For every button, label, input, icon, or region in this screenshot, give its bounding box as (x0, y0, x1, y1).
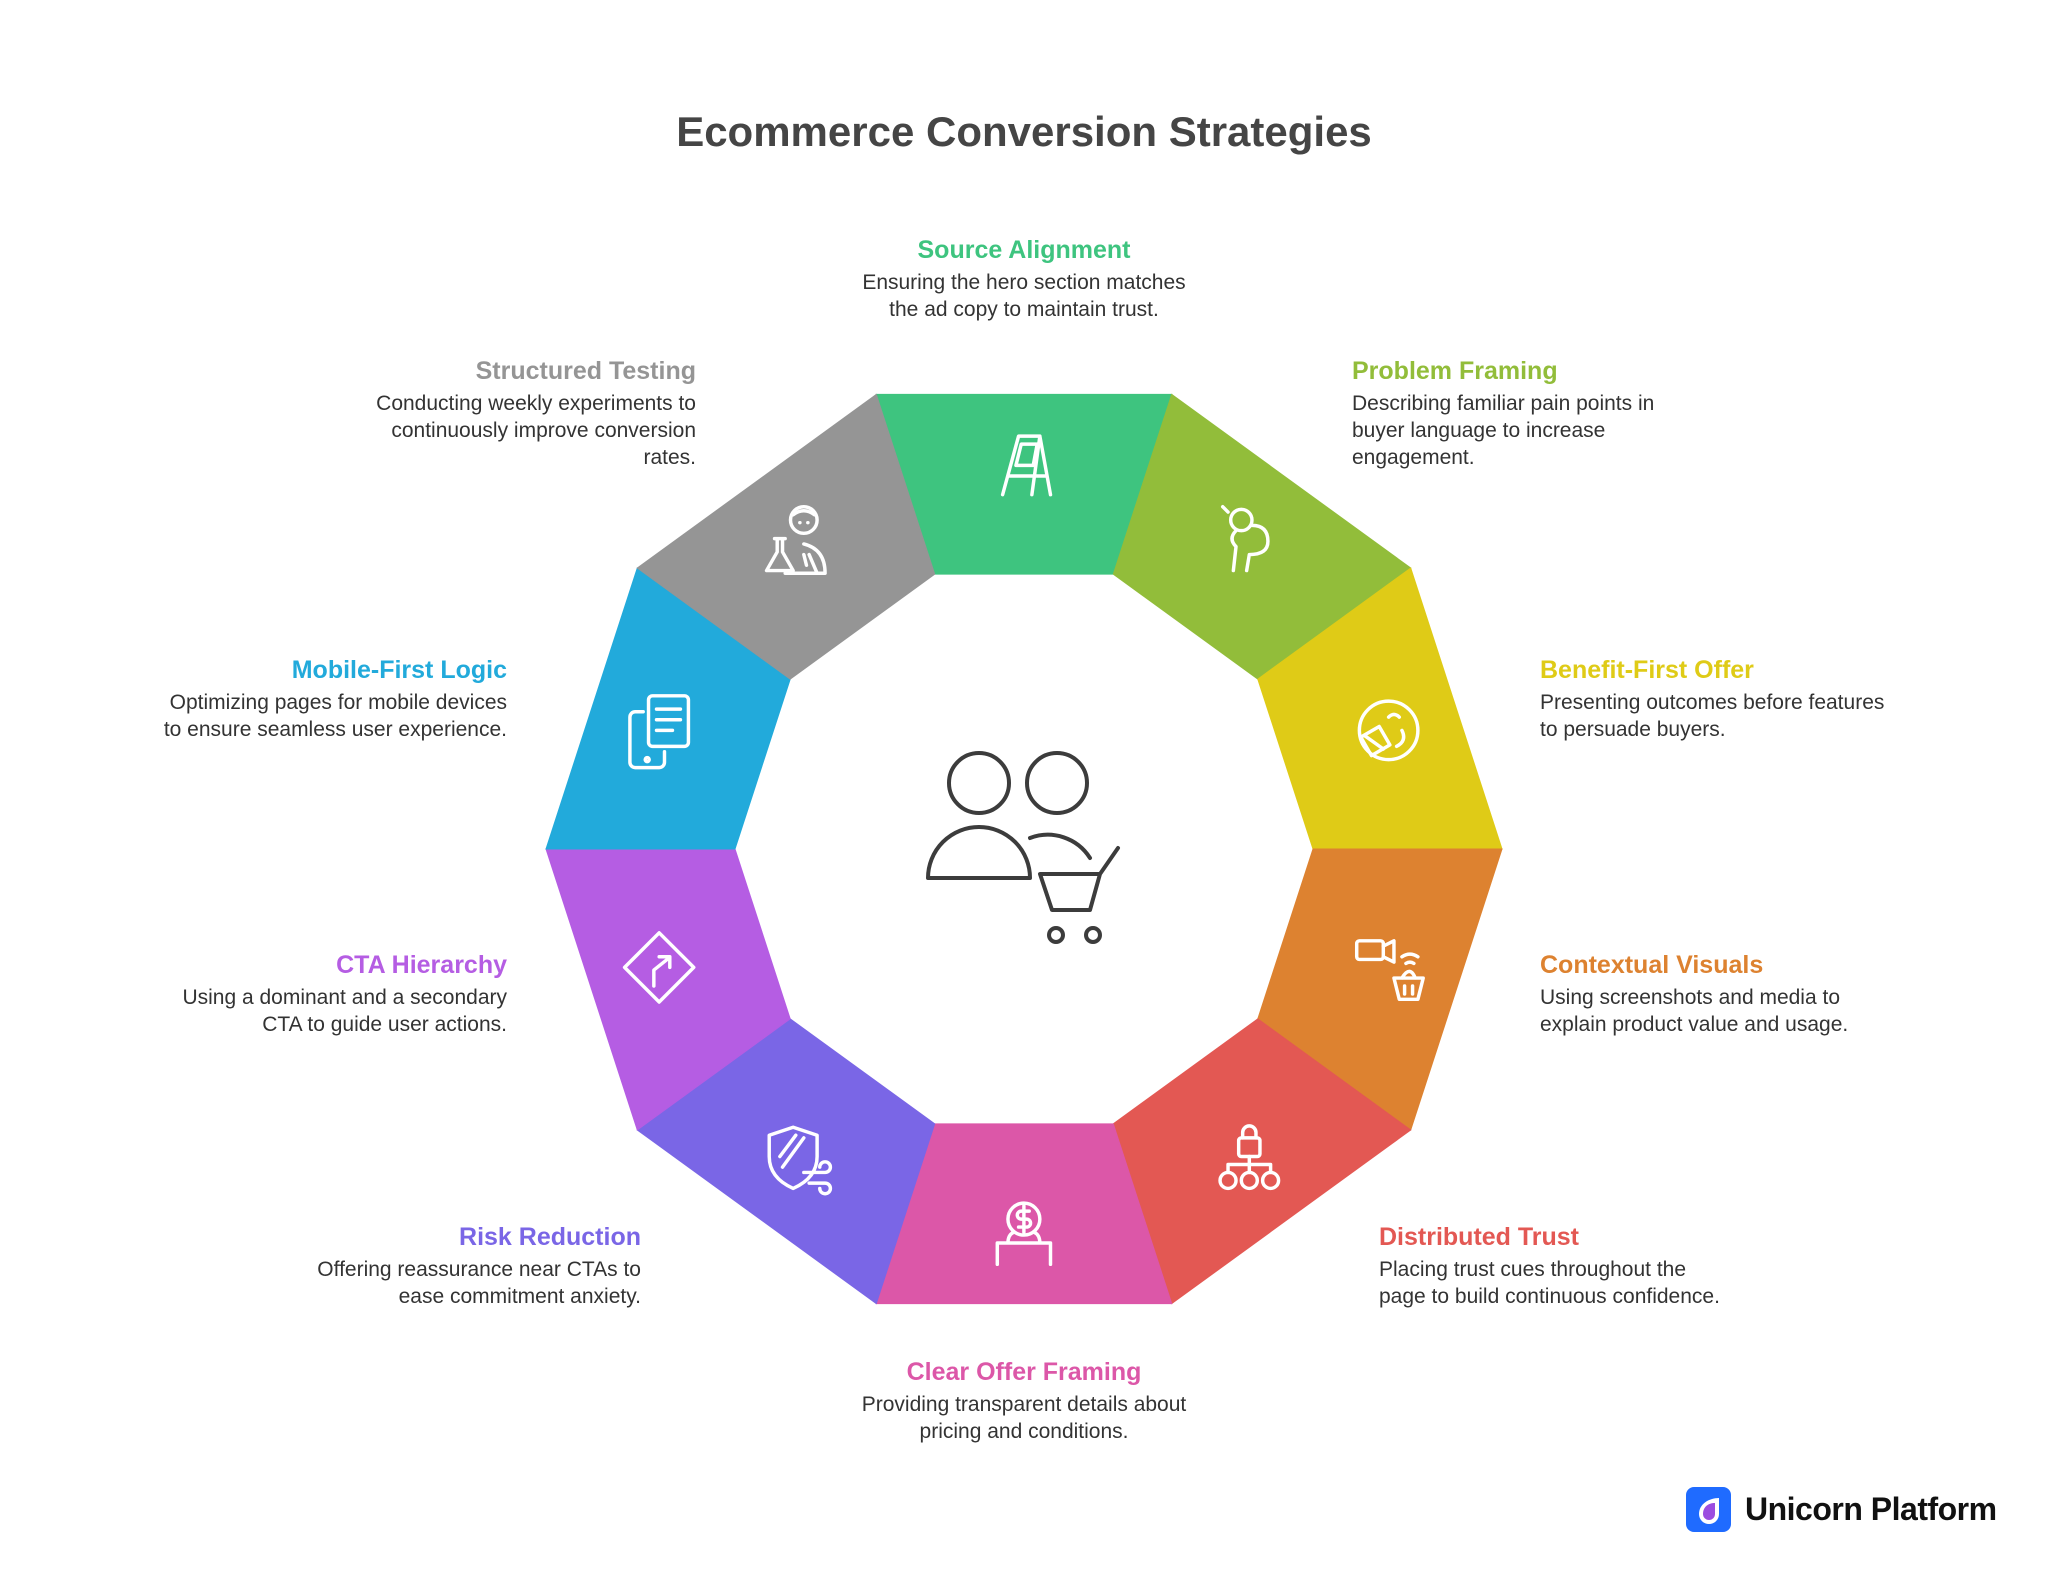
label-source-alignment: Source Alignment Ensuring the hero secti… (774, 236, 1274, 323)
segment-desc: pricing and conditions. (919, 1420, 1129, 1443)
shield-wind-icon (767, 1125, 833, 1196)
unicorn-platform-logo: Unicorn Platform (1686, 1487, 1997, 1532)
mobile-document-icon (628, 694, 691, 770)
segment-title: Risk Reduction (459, 1223, 641, 1251)
segment-desc: engagement. (1352, 446, 1475, 469)
drop-logo-icon (1686, 1487, 1731, 1532)
segment-desc: Offering reassurance near CTAs to (317, 1258, 641, 1281)
segment-desc: Conducting weekly experiments to (376, 392, 696, 415)
segment-title: Clear Offer Framing (906, 1358, 1142, 1386)
segment-desc: the ad copy to maintain trust. (889, 298, 1159, 321)
segment-desc: page to build continuous confidence. (1379, 1285, 1720, 1308)
logo-text: Unicorn Platform (1745, 1491, 1997, 1527)
segment-desc: Placing trust cues throughout the (1379, 1258, 1687, 1281)
lock-network-icon (1218, 1124, 1281, 1191)
camera-basket-icon (1354, 939, 1425, 1002)
segment-title: Structured Testing (475, 357, 696, 385)
segment-desc: rates. (643, 446, 696, 469)
label-structured-testing: Structured Testing Conducting weekly exp… (276, 357, 696, 471)
segment-desc: to persuade buyers. (1540, 718, 1726, 741)
segment-desc: Providing transparent details about (861, 1393, 1187, 1416)
segment-title: Contextual Visuals (1540, 951, 1764, 979)
scientist-flask-icon (764, 504, 827, 575)
segment-desc: Optimizing pages for mobile devices (169, 691, 507, 714)
segment-desc: to ensure seamless user experience. (163, 718, 507, 741)
label-risk-reduction: Risk Reduction Offering reassurance near… (221, 1223, 641, 1310)
segment-desc: ease commitment anxiety. (398, 1285, 641, 1308)
label-mobile-first-logic: Mobile-First Logic Optimizing pages for … (27, 656, 507, 743)
direction-sign-icon (622, 931, 696, 1004)
segment-title: Problem Framing (1352, 357, 1558, 385)
person-thinking-icon (1220, 504, 1270, 573)
segment-desc: Using a dominant and a secondary (182, 986, 507, 1009)
segment-title: Benefit-First Offer (1540, 656, 1754, 684)
segment-desc: CTA to guide user actions. (262, 1013, 507, 1036)
segment-title: Distributed Trust (1379, 1223, 1580, 1251)
segment-desc: Using screenshots and media to (1540, 986, 1840, 1009)
label-distributed-trust: Distributed Trust Placing trust cues thr… (1379, 1223, 1799, 1310)
label-problem-framing: Problem Framing Describing familiar pain… (1352, 357, 1772, 471)
users-shopping-cart-icon (926, 751, 1120, 944)
label-benefit-first-offer: Benefit-First Offer Presenting outcomes … (1540, 656, 2020, 743)
dollar-coin-stand-icon (995, 1201, 1053, 1267)
segment-desc: Presenting outcomes before features (1540, 691, 1885, 714)
segment-desc: continuously improve conversion (391, 419, 696, 442)
segment-desc: Ensuring the hero section matches (862, 271, 1186, 294)
sign-board-icon (1000, 434, 1053, 497)
label-cta-hierarchy: CTA Hierarchy Using a dominant and a sec… (87, 951, 507, 1038)
page-title: Ecommerce Conversion Strategies (676, 108, 1372, 155)
segment-structured-testing (636, 393, 936, 680)
happy-gift-icon (1357, 699, 1420, 762)
label-contextual-visuals: Contextual Visuals Using screenshots and… (1540, 951, 2020, 1038)
segment-title: CTA Hierarchy (336, 951, 507, 979)
label-clear-offer-framing: Clear Offer Framing Providing transparen… (774, 1358, 1274, 1445)
segment-desc: Describing familiar pain points in (1352, 392, 1655, 415)
segment-title: Source Alignment (917, 236, 1131, 264)
segment-desc: buyer language to increase (1352, 419, 1606, 442)
segment-desc: explain product value and usage. (1540, 1013, 1849, 1036)
segment-title: Mobile-First Logic (291, 656, 507, 684)
